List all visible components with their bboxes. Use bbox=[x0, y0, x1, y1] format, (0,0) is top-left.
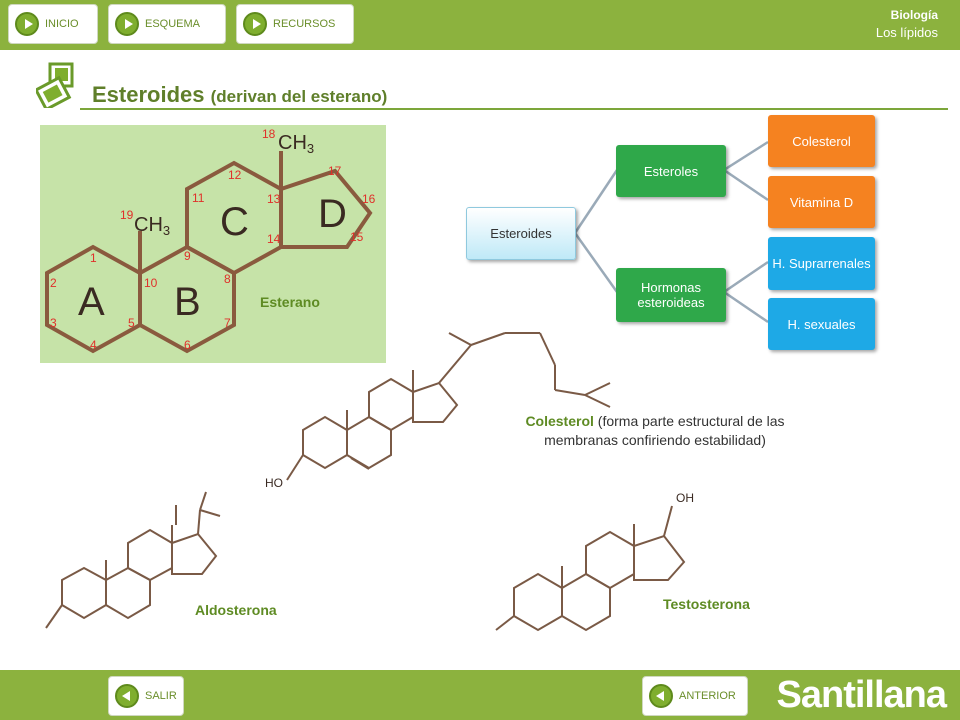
atom-number: 2 bbox=[50, 276, 57, 290]
atom-number: 7 bbox=[224, 316, 231, 330]
inicio-button[interactable]: INICIO bbox=[8, 4, 98, 44]
atom-number: 11 bbox=[192, 191, 205, 205]
recursos-button[interactable]: RECURSOS bbox=[236, 4, 354, 44]
anterior-label[interactable]: ANTERIOR bbox=[679, 690, 736, 702]
atom-number: 19 bbox=[120, 208, 134, 222]
aldosterona-label: Aldosterona bbox=[195, 602, 277, 618]
title-rule bbox=[80, 108, 948, 110]
atom-number: 13 bbox=[267, 192, 281, 206]
tree-connectors-2 bbox=[724, 140, 769, 324]
colesterol-caption-rest: (forma parte estructural de las membrana… bbox=[544, 413, 785, 448]
subject-header: Biología Los lípidos bbox=[876, 6, 938, 42]
tree-leaf-colesterol: Colesterol bbox=[768, 115, 875, 167]
atom-number: 10 bbox=[144, 276, 158, 290]
colesterol-structure: HO bbox=[265, 332, 611, 490]
methyl-18-text: CH bbox=[278, 132, 307, 154]
atom-number: 16 bbox=[362, 192, 376, 206]
inicio-label: INICIO bbox=[45, 18, 79, 30]
atom-number: 8 bbox=[224, 272, 231, 286]
esterano-panel bbox=[40, 125, 386, 363]
page-title: Esteroides (derivan del esterano) bbox=[92, 82, 387, 108]
tree-leaf-suprarrenales-label: H. Suprarrenales bbox=[772, 256, 871, 271]
esterano-label: Esterano bbox=[260, 294, 320, 310]
tree-leaf-suprarrenales: H. Suprarrenales bbox=[768, 237, 875, 290]
methyl-19-text: CH bbox=[134, 214, 163, 236]
tree-connectors bbox=[573, 169, 619, 293]
tree-node-esteroles-label: Esteroles bbox=[643, 163, 699, 179]
ring-b-label: B bbox=[174, 280, 201, 324]
atom-number: 14 bbox=[267, 232, 281, 246]
arrow-left-icon bbox=[649, 684, 673, 708]
svg-text:CH3: CH3 bbox=[278, 132, 314, 156]
testosterona-structure: OH bbox=[495, 491, 694, 632]
atom-number: 5 bbox=[128, 316, 135, 330]
subject-name: Biología bbox=[890, 8, 938, 22]
colesterol-ho: HO bbox=[265, 476, 283, 490]
atom-number: 17 bbox=[328, 164, 342, 178]
salir-button[interactable]: SALIR bbox=[108, 676, 184, 716]
svg-text:CH3: CH3 bbox=[134, 214, 170, 238]
tree-node-hormonas: Hormonas esteroideas bbox=[616, 268, 726, 322]
atom-number: 9 bbox=[184, 249, 191, 263]
atom-number: 15 bbox=[350, 230, 364, 244]
atom-number: 1 bbox=[90, 251, 97, 265]
title-main: Esteroides bbox=[92, 82, 205, 107]
anterior-button[interactable]: ANTERIOR bbox=[642, 676, 748, 716]
ring-a-label: A bbox=[78, 280, 105, 324]
salir-label[interactable]: SALIR bbox=[145, 690, 177, 702]
tree-root-esteroides: Esteroides bbox=[466, 207, 576, 260]
ring-d-label: D bbox=[318, 192, 347, 236]
title-icon bbox=[36, 62, 74, 108]
colesterol-caption: Colesterol (forma parte estructural de l… bbox=[505, 412, 805, 450]
topic-name: Los lípidos bbox=[875, 25, 938, 40]
testosterona-label: Testosterona bbox=[663, 596, 750, 612]
arrow-right-icon bbox=[15, 12, 39, 36]
esquema-button[interactable]: ESQUEMA bbox=[108, 4, 226, 44]
tree-leaf-sexuales-label: H. sexuales bbox=[787, 316, 856, 332]
ring-c-label: C bbox=[220, 200, 249, 244]
methyl-18-sub: 3 bbox=[307, 141, 314, 156]
methyl-19-sub: 3 bbox=[163, 223, 170, 238]
atom-number: 18 bbox=[262, 127, 276, 141]
recursos-label: RECURSOS bbox=[273, 18, 336, 30]
arrow-right-icon bbox=[115, 12, 139, 36]
esquema-label: ESQUEMA bbox=[145, 18, 201, 30]
tree-node-esteroles: Esteroles bbox=[616, 145, 726, 197]
tree-leaf-vitamina-d-label: Vitamina D bbox=[789, 194, 854, 210]
brand-logo: Santillana bbox=[776, 674, 947, 716]
atom-number: 12 bbox=[228, 168, 242, 182]
tree-leaf-colesterol-label: Colesterol bbox=[792, 133, 851, 149]
tree-leaf-vitamina-d: Vitamina D bbox=[768, 176, 875, 228]
atom-number: 4 bbox=[90, 338, 97, 352]
testosterona-oh: OH bbox=[676, 491, 694, 505]
tree-leaf-sexuales: H. sexuales bbox=[768, 298, 875, 350]
colesterol-caption-bold: Colesterol bbox=[525, 413, 594, 429]
esterano-structure: A B C D CH3 CH3 1 2 3 4 5 6 7 8 9 10 11 … bbox=[45, 127, 376, 354]
tree-node-hormonas-label: Hormonas esteroideas bbox=[637, 280, 705, 310]
atom-number: 3 bbox=[50, 316, 57, 330]
arrow-right-icon bbox=[243, 12, 267, 36]
atom-number: 6 bbox=[184, 338, 191, 352]
arrow-left-icon bbox=[115, 684, 139, 708]
tree-root-label: Esteroides bbox=[490, 226, 552, 241]
title-sub: (derivan del esterano) bbox=[210, 87, 388, 106]
aldosterona-structure bbox=[45, 491, 221, 629]
